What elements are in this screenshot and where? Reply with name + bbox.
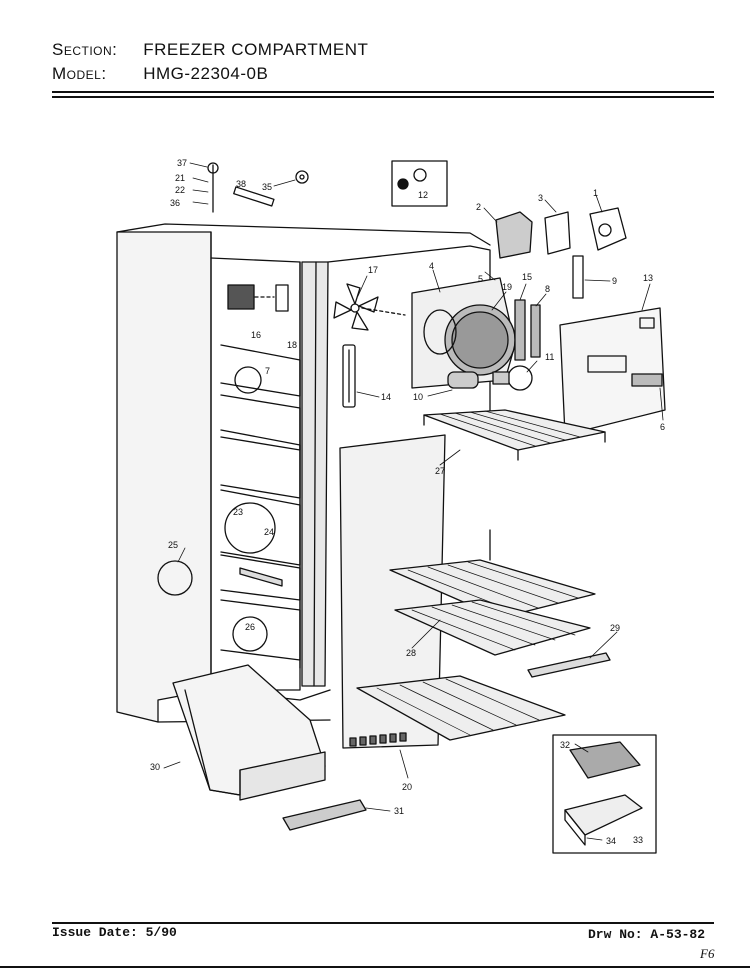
callout-7: 7 [265, 366, 270, 376]
callout-13: 13 [643, 273, 653, 283]
freezer-bin [172, 664, 326, 801]
trim-bar [282, 799, 367, 831]
section-key: Section: [52, 40, 118, 59]
callout-labels: 37 21 22 36 38 35 12 2 3 1 4 17 15 8 9 1… [150, 158, 665, 846]
callout-6: 6 [660, 422, 665, 432]
callout-14: 14 [381, 392, 391, 402]
callout-15: 15 [522, 272, 532, 282]
callout-3: 3 [538, 193, 543, 203]
callout-29: 29 [610, 623, 620, 633]
header-rule-bottom [52, 96, 714, 98]
callout-21: 21 [175, 173, 185, 183]
callout-36: 36 [170, 198, 180, 208]
callout-33: 33 [633, 835, 643, 845]
callout-17: 17 [368, 265, 378, 275]
callout-37: 37 [177, 158, 187, 168]
callout-26: 26 [245, 622, 255, 632]
callout-24: 24 [264, 527, 274, 537]
callout-34: 34 [606, 836, 616, 846]
top-small-parts [207, 162, 309, 213]
callout-30: 30 [150, 762, 160, 772]
inset-part-12 [391, 160, 448, 207]
callout-19: 19 [502, 282, 512, 292]
callout-12: 12 [418, 190, 428, 200]
callout-18: 18 [287, 340, 297, 350]
fan-blade [333, 283, 406, 331]
rear-panel [559, 307, 666, 436]
drawing-number: Drw No: A-53-82 [588, 927, 706, 942]
section-line: Section: FREEZER COMPARTMENT [52, 40, 368, 60]
shelf-middle-upper [389, 559, 596, 619]
detail-circles [157, 366, 276, 652]
ice-accessories-inset [552, 734, 657, 854]
footer-rule [52, 922, 714, 924]
callout-16: 16 [251, 330, 261, 340]
evaporator-cover [342, 344, 356, 408]
callout-38: 38 [236, 179, 246, 189]
light-assembly [447, 365, 533, 391]
callout-10: 10 [413, 392, 423, 402]
callout-2: 2 [476, 202, 481, 212]
model-line: Model: HMG-22304-0B [52, 64, 268, 84]
model-key: Model: [52, 64, 107, 83]
callout-32: 32 [560, 740, 570, 750]
callout-8: 8 [545, 284, 550, 294]
rear-wall-panel [339, 434, 446, 749]
callout-1: 1 [593, 188, 598, 198]
fan-motor-assembly [227, 284, 289, 312]
shelf-middle-lower [394, 599, 591, 656]
issue-date: Issue Date: 5/90 [52, 925, 177, 940]
header-rule-top [52, 91, 714, 93]
callout-20: 20 [402, 782, 412, 792]
callout-31: 31 [394, 806, 404, 816]
callout-22: 22 [175, 185, 185, 195]
leader-lines [163, 162, 664, 841]
page-mark: F6 [700, 946, 715, 961]
door-shelves [220, 344, 301, 661]
section-value: FREEZER COMPARTMENT [143, 40, 369, 59]
callout-4: 4 [429, 261, 434, 271]
trim-strip [527, 652, 611, 678]
callout-25: 25 [168, 540, 178, 550]
callout-11: 11 [545, 352, 554, 362]
top-brackets [495, 207, 627, 259]
callout-9: 9 [612, 276, 617, 286]
bottom-edge-rule [0, 966, 750, 968]
callout-23: 23 [233, 507, 243, 517]
callout-28: 28 [406, 648, 416, 658]
callout-27: 27 [435, 466, 445, 476]
shelf-top [423, 409, 606, 461]
shelf-bottom [356, 675, 566, 741]
callout-5: 5 [478, 274, 483, 284]
model-value: HMG-22304-0B [143, 64, 269, 83]
fan-shroud [411, 277, 516, 389]
callout-35: 35 [262, 182, 272, 192]
